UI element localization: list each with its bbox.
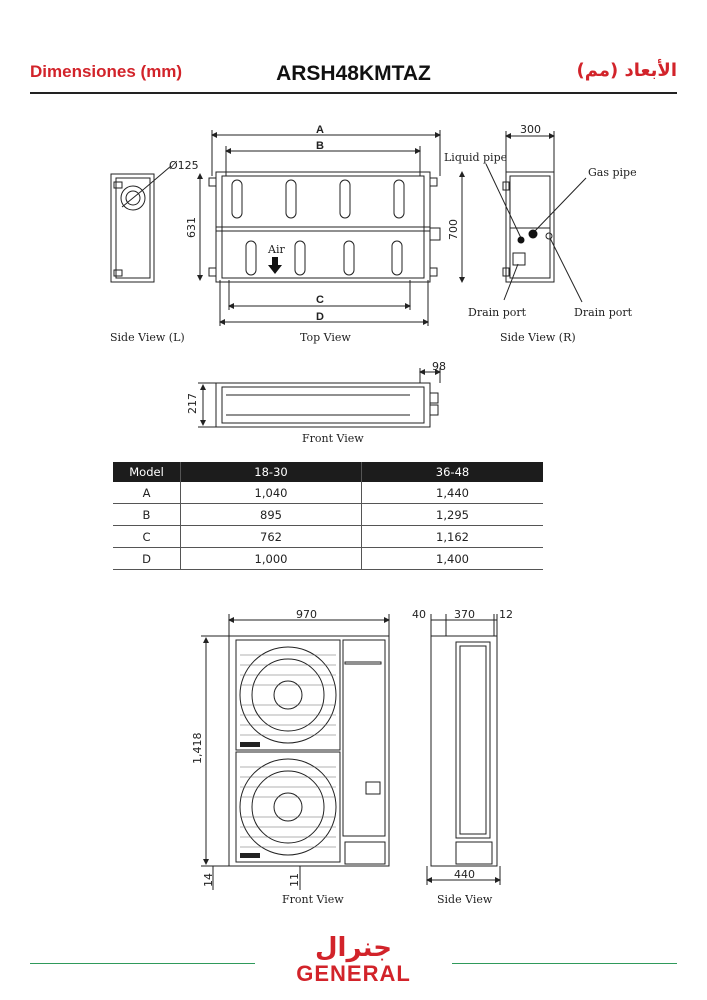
side-base-440-label: 440 — [454, 868, 475, 881]
brand-logo-latin: GENERAL — [296, 961, 411, 986]
outdoor-leg-11-label: 11 — [288, 873, 301, 887]
badge-top-icon — [240, 742, 260, 747]
side-d1-40-label: 40 — [412, 608, 426, 621]
table-cell: 1,000 — [180, 547, 362, 570]
indoor-front-view — [198, 368, 441, 428]
drain-port-right-icon — [545, 232, 553, 240]
air-label: Air — [267, 243, 285, 256]
table-cell: 895 — [180, 503, 362, 526]
table-cell: C — [113, 525, 181, 548]
section-title: Dimensiones (mm) — [30, 62, 183, 81]
badge-bottom-icon — [240, 853, 260, 858]
outdoor-side-view-caption: Side View — [437, 893, 493, 906]
dim-b-label: B — [316, 140, 324, 152]
header-model: Model — [113, 462, 181, 482]
header-18-30: 18-30 — [180, 462, 362, 482]
dim-d-label: D — [316, 311, 324, 323]
front-height-217-label: 217 — [186, 393, 199, 414]
table-row: D 1,000 1,400 — [113, 547, 543, 570]
footer-line-left — [30, 963, 255, 964]
side-d2-370-label: 370 — [454, 608, 475, 621]
front-side-98-label: 98 — [432, 360, 446, 373]
top-view-caption: Top View — [300, 331, 351, 344]
outdoor-width-970-label: 970 — [296, 608, 317, 621]
outdoor-foot-14-label: 14 — [202, 873, 215, 887]
indoor-side-view-right — [485, 131, 587, 303]
footer-line-right — [452, 963, 677, 964]
table-row: B 895 1,295 — [113, 503, 543, 526]
duct-diameter-label: Ø125 — [169, 159, 199, 172]
table-header-row: Model 18-30 36-48 — [113, 462, 543, 482]
table-cell: 762 — [180, 525, 362, 548]
table-row: C 762 1,162 — [113, 525, 543, 548]
table-cell: 1,400 — [361, 547, 543, 570]
table-cell: 1,440 — [361, 482, 543, 504]
indoor-front-view-caption: Front View — [302, 432, 364, 445]
outdoor-side-view — [426, 614, 501, 885]
table-cell: 1,040 — [180, 482, 362, 504]
drain-port-left-label: Drain port — [468, 306, 527, 319]
indoor-side-view-left — [110, 165, 172, 283]
gas-pipe-label: Gas pipe — [588, 166, 637, 179]
header-36-48: 36-48 — [361, 462, 543, 482]
width-700-label: 700 — [447, 219, 460, 240]
table-cell: B — [113, 503, 181, 526]
depth-631-label: 631 — [185, 217, 198, 238]
table-row: A 1,040 1,440 — [113, 482, 543, 504]
gas-pipe-port-icon — [528, 229, 538, 239]
dim-c-label: C — [316, 294, 324, 306]
table-cell: D — [113, 547, 181, 570]
indoor-top-view — [197, 130, 465, 326]
liquid-pipe-port-icon — [517, 236, 525, 244]
outdoor-front-view-caption: Front View — [282, 893, 344, 906]
table-cell: 1,162 — [361, 525, 543, 548]
dim-a-label: A — [316, 124, 324, 136]
liquid-pipe-label: Liquid pipe — [444, 151, 507, 164]
brand-logo-arabic: جنرال — [315, 933, 392, 963]
outdoor-front-view — [201, 614, 390, 890]
side-width-300-label: 300 — [520, 123, 541, 136]
side-view-left-caption: Side View (L) — [110, 331, 185, 344]
drain-port-right-label: Drain port — [574, 306, 633, 319]
airflow-arrow-icon — [268, 257, 282, 274]
side-d3-12-label: 12 — [499, 608, 513, 621]
section-title-arabic: الأبعاد (مم) — [576, 60, 677, 81]
side-view-right-caption: Side View (R) — [500, 331, 576, 344]
table-cell: A — [113, 482, 181, 504]
model-number: ARSH48KMTAZ — [276, 62, 431, 85]
header-divider — [30, 92, 677, 94]
dimension-table: Model 18-30 36-48 A 1,040 1,440 B 895 1,… — [113, 462, 543, 570]
fan-grille-pattern — [240, 654, 336, 848]
table-cell: 1,295 — [361, 503, 543, 526]
outdoor-height-1418-label: 1,418 — [191, 733, 204, 765]
